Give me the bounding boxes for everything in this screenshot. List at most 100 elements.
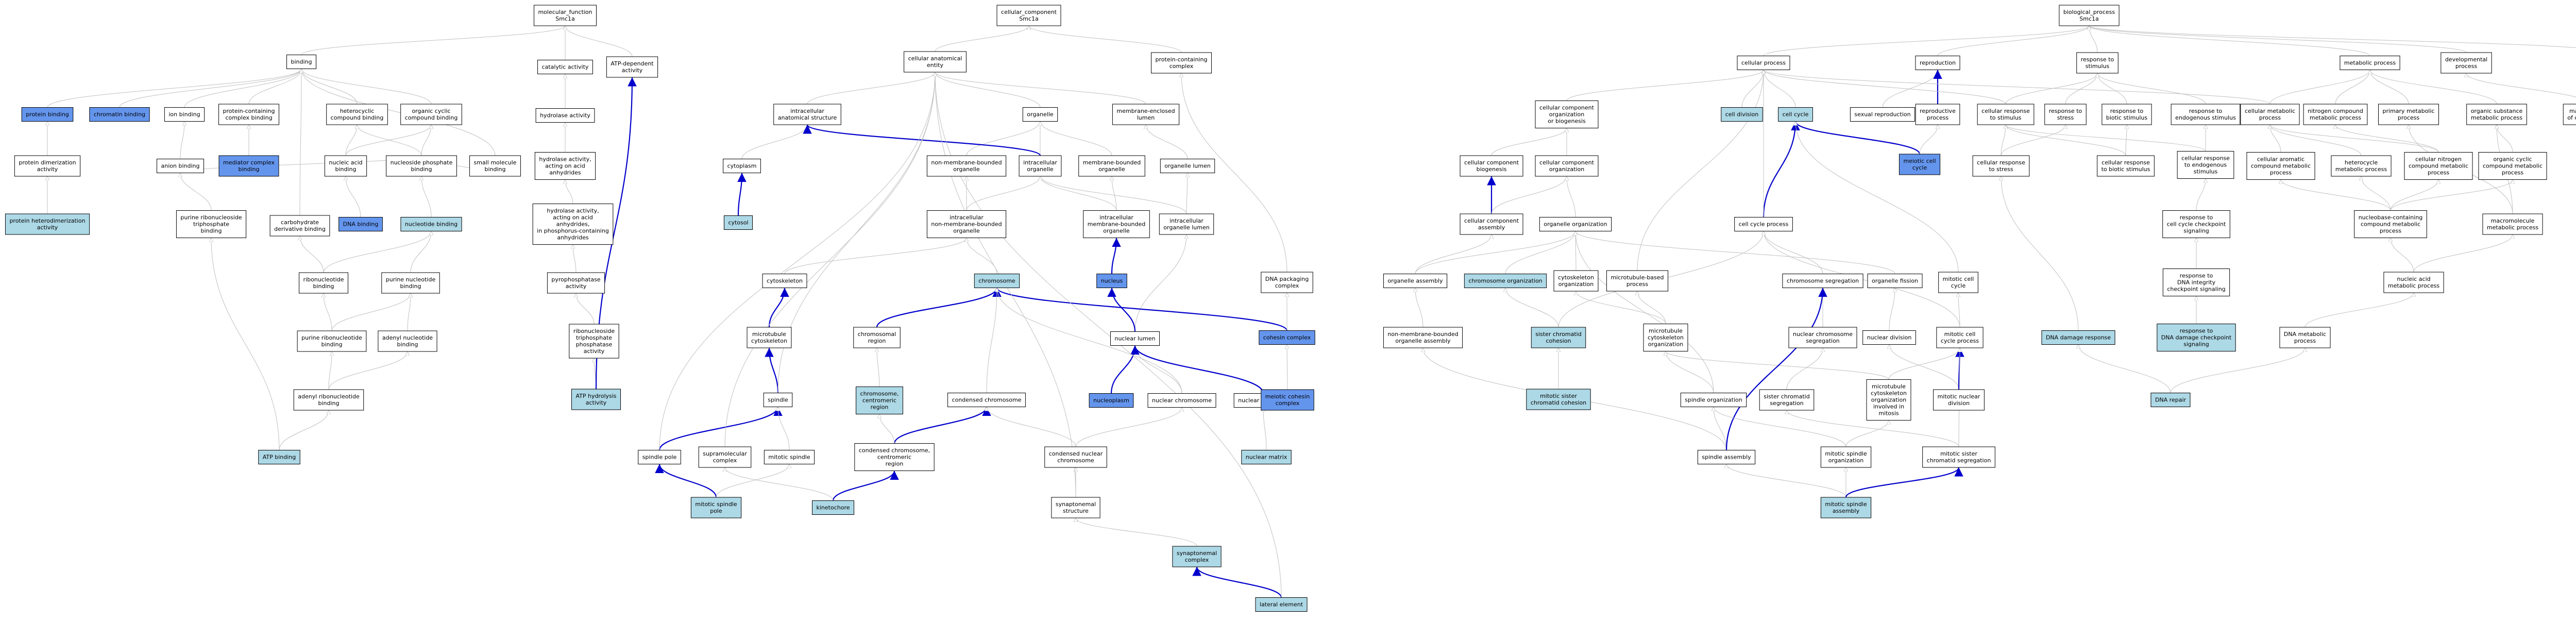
node-hyd-anhyd[interactable]: hydrolase activity,acting on acidanhydri… bbox=[534, 152, 596, 180]
node-metabolic[interactable]: metabolic process bbox=[2340, 56, 2400, 70]
node-chromatin-binding[interactable]: chromatin binding bbox=[89, 107, 150, 122]
node-nuclear-division[interactable]: nuclear division bbox=[1862, 330, 1916, 345]
node-dna-repair[interactable]: DNA repair bbox=[2150, 393, 2191, 407]
node-spindle-assembly[interactable]: spindle assembly bbox=[1697, 450, 1756, 464]
node-nucleoplasm[interactable]: nucleoplasm bbox=[1089, 393, 1134, 408]
node-organelle-org[interactable]: organelle organization bbox=[1539, 217, 1612, 231]
node-anion-binding[interactable]: anion binding bbox=[157, 159, 204, 173]
node-ribonuc-tri-phos[interactable]: ribonucleosidetriphosphatephosphataseact… bbox=[569, 324, 619, 359]
node-hyd-anhyd-p[interactable]: hydrolase activity,acting on acidanhydri… bbox=[532, 204, 614, 245]
node-intra-nm[interactable]: intracellularnon-membrane-boundedorganel… bbox=[926, 210, 1007, 238]
node-hydrolase[interactable]: hydrolase activity bbox=[535, 108, 595, 123]
node-nucleotide-binding[interactable]: nucleotide binding bbox=[400, 217, 462, 231]
node-chromosome[interactable]: chromosome bbox=[974, 274, 1020, 288]
node-sexual-repro[interactable]: sexual reproduction bbox=[1850, 107, 1916, 122]
node-nuclear-matrix[interactable]: nuclear matrix bbox=[1241, 450, 1292, 464]
node-cytoplasm[interactable]: cytoplasm bbox=[723, 159, 761, 173]
node-cell-cycle-process[interactable]: cell cycle process bbox=[1734, 217, 1793, 231]
node-org-lumen[interactable]: organelle lumen bbox=[1160, 159, 1215, 173]
node-nuclear-lumen[interactable]: nuclear lumen bbox=[1110, 331, 1160, 346]
node-binding[interactable]: binding bbox=[286, 55, 317, 69]
node-cohesin[interactable]: cohesin complex bbox=[1259, 330, 1315, 345]
node-organelle[interactable]: organelle bbox=[1022, 107, 1058, 122]
node-cytosol[interactable]: cytosol bbox=[723, 215, 753, 230]
node-cell-division[interactable]: cell division bbox=[1721, 107, 1763, 122]
node-cellular-process[interactable]: cellular process bbox=[1737, 56, 1790, 70]
node-maint-cell-number[interactable]: maintenanceof cell number bbox=[2563, 104, 2576, 125]
node-spindle-pole[interactable]: spindle pole bbox=[638, 450, 681, 464]
node-mt-cytoskel-mitosis[interactable]: microtubulecytoskeletonorganizationinvol… bbox=[1866, 379, 1911, 421]
node-spindle-org[interactable]: spindle organization bbox=[1680, 393, 1747, 407]
node-ion-binding[interactable]: ion binding bbox=[164, 107, 205, 122]
node-organelle-assembly[interactable]: organelle assembly bbox=[1383, 274, 1448, 288]
node-chrom-segregation[interactable]: chromosome segregation bbox=[1782, 274, 1863, 288]
node-mitotic-spindle[interactable]: mitotic spindle bbox=[764, 450, 815, 464]
node-atp-binding[interactable]: ATP binding bbox=[258, 450, 300, 464]
node-spindle[interactable]: spindle bbox=[763, 393, 793, 407]
node-catalytic[interactable]: catalytic activity bbox=[537, 60, 593, 74]
